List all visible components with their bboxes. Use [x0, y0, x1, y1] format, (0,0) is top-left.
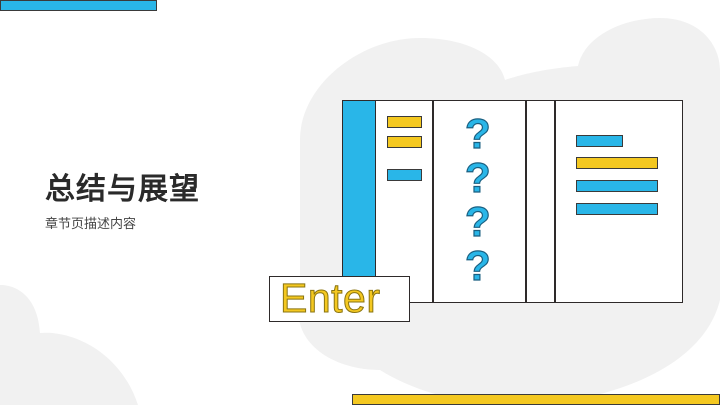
question-mark-icon: ? — [464, 154, 491, 201]
page-divider — [432, 101, 434, 302]
page-bar — [576, 135, 623, 147]
page-bar — [387, 169, 422, 181]
page-bar — [576, 203, 658, 215]
page-divider — [554, 101, 556, 302]
book-illustration: ? ? ? ? — [342, 100, 683, 303]
question-mark-icon: ? — [464, 198, 491, 245]
enter-text: Enter — [280, 275, 381, 322]
question-mark-icon: ? — [464, 242, 491, 289]
page-bar — [387, 116, 422, 128]
page-divider — [525, 101, 527, 302]
page-bar — [387, 136, 422, 148]
section-title: 总结与展望 — [45, 172, 200, 207]
section-subtitle: 章节页描述内容 — [45, 217, 137, 232]
page-bar — [576, 157, 658, 169]
question-mark-icon: ? — [464, 110, 491, 157]
page-bar — [576, 180, 658, 192]
bottom-accent-bar — [352, 394, 720, 405]
top-accent-bar — [0, 0, 157, 11]
book-spine — [343, 101, 376, 302]
enter-key-label: Enter — [269, 275, 410, 322]
